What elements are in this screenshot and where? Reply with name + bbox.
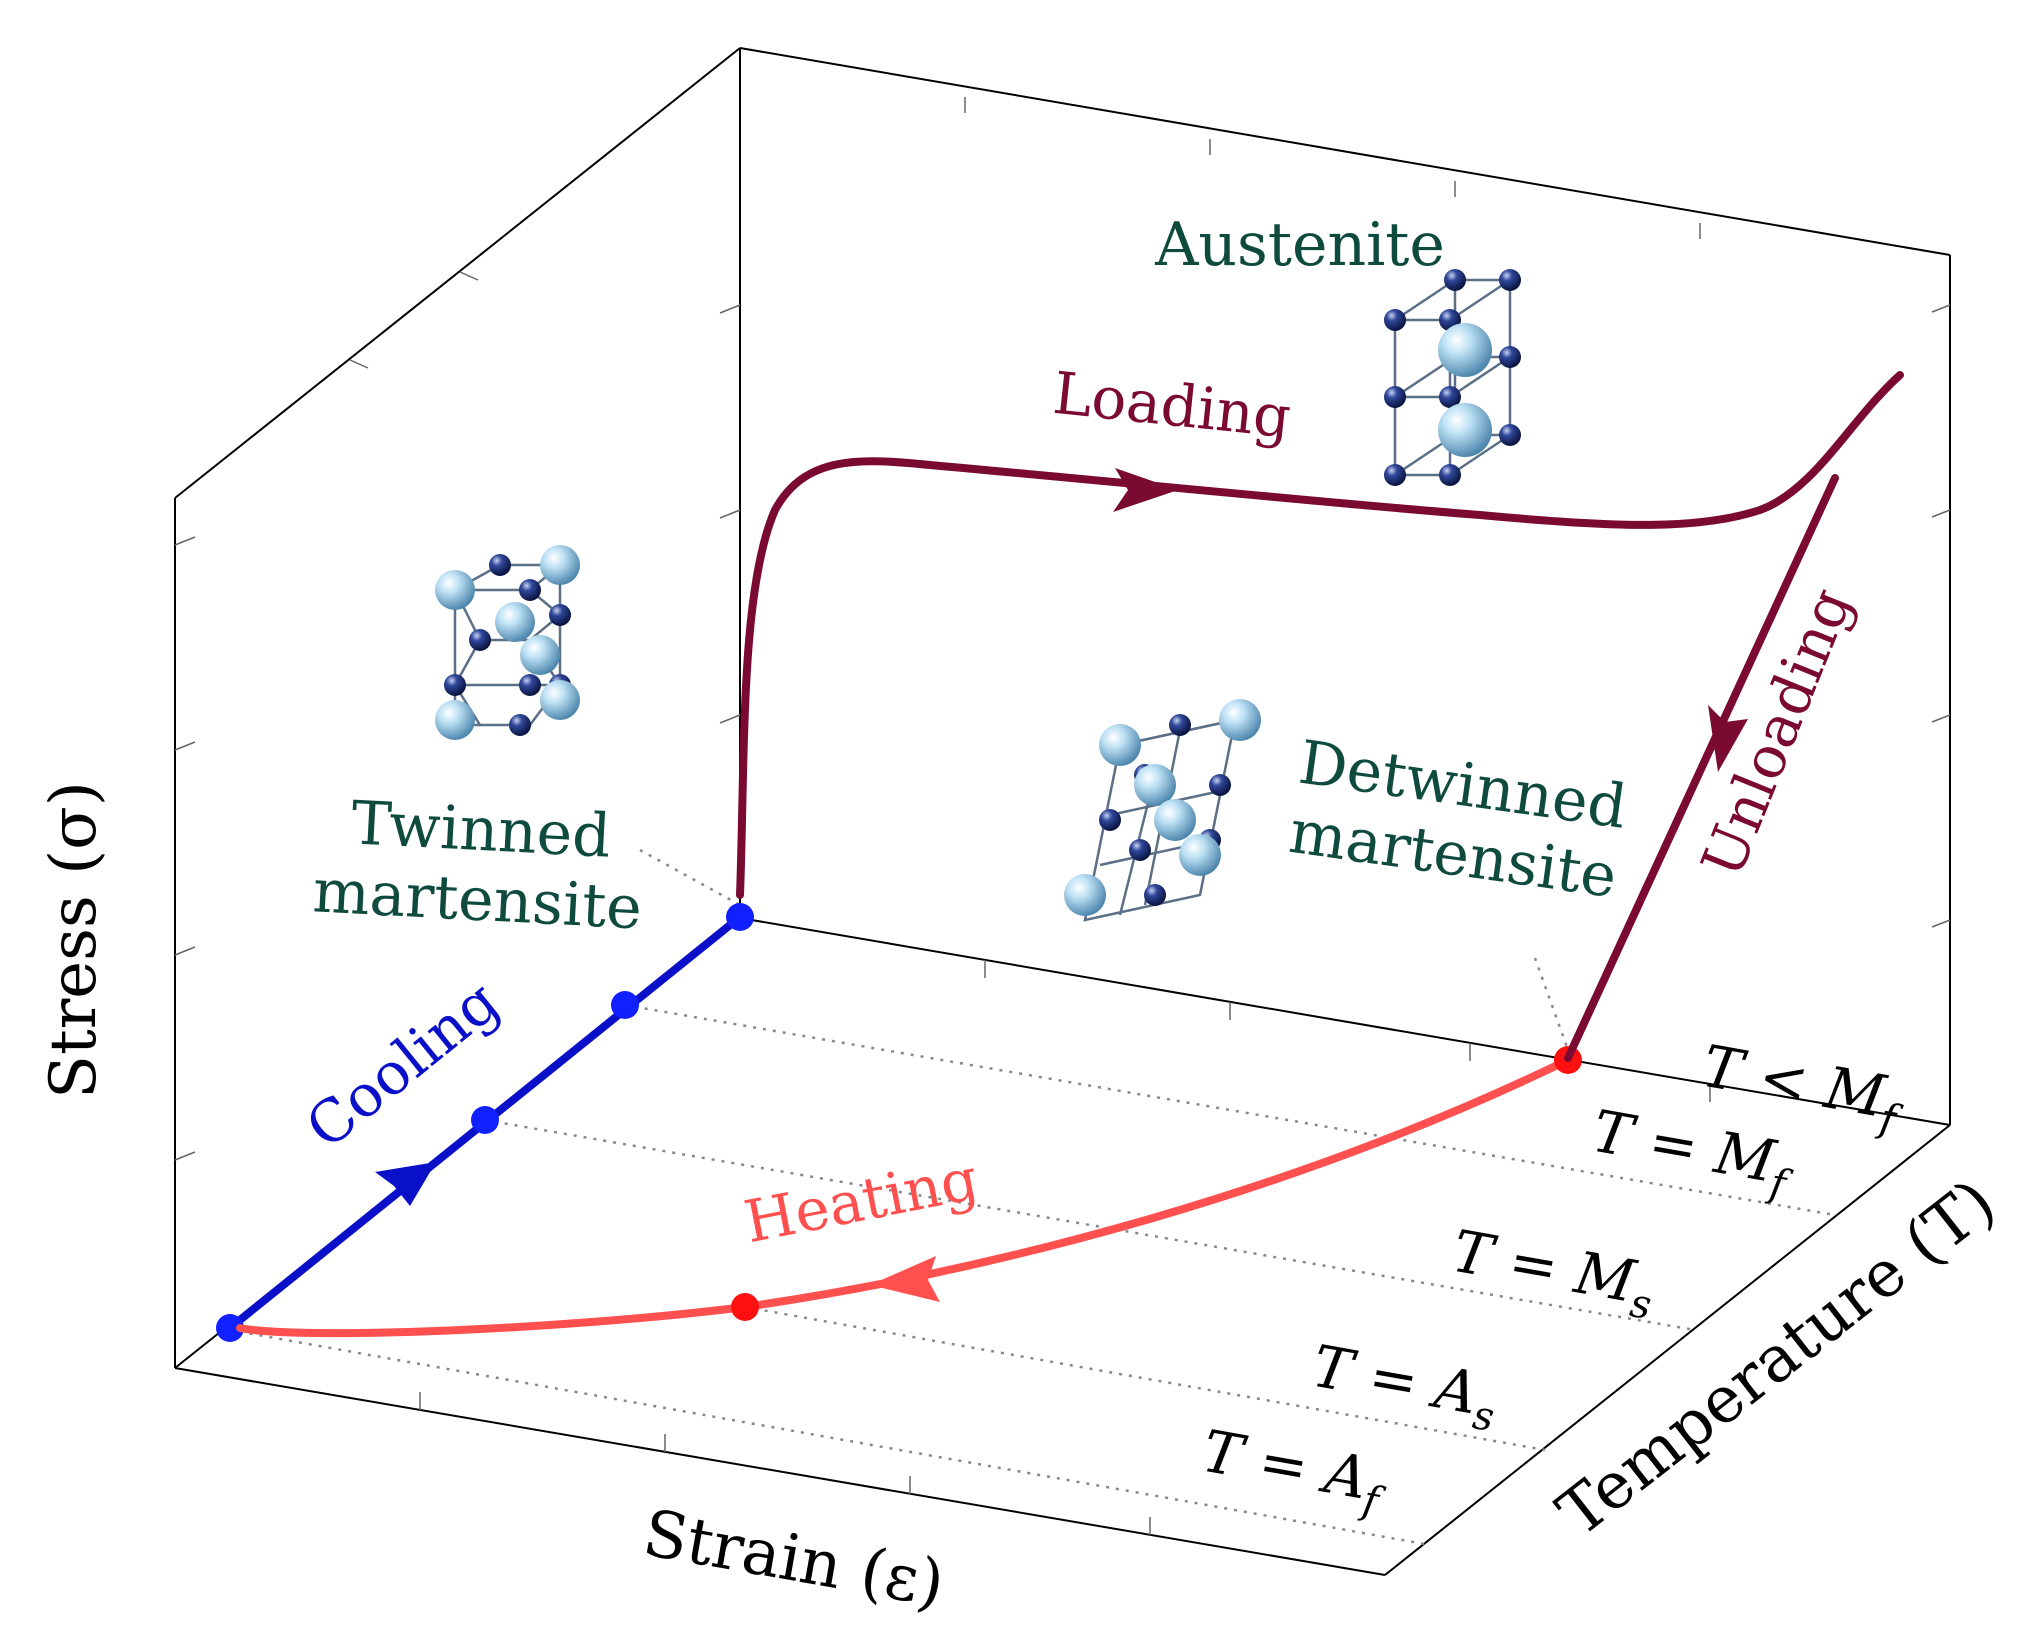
- heating-label: Heating: [739, 1144, 983, 1256]
- cooling-point: [611, 991, 639, 1019]
- temp-level-label: T = Mf: [1586, 1097, 1801, 1209]
- cooling-label: Cooling: [293, 967, 511, 1162]
- axis-ticks: [174, 97, 1951, 1535]
- temp-level-label: T = As: [1306, 1332, 1503, 1441]
- heating-point: [731, 1293, 759, 1321]
- temperature-guides: [229, 848, 1836, 1547]
- detwinned-martensite-crystal-icon: [1064, 699, 1261, 922]
- detwinned-martensite-label: Detwinnedmartensite: [1285, 728, 1631, 912]
- austenite-label: Austenite: [1154, 210, 1445, 280]
- cooling-path: [216, 903, 754, 1342]
- x-axis-title: Strain (ε): [638, 1497, 950, 1623]
- cooling-arrowhead: [375, 1162, 436, 1206]
- temp-level-label: T = Af: [1196, 1417, 1394, 1526]
- loading-path: [736, 371, 1904, 1062]
- unloading-arrowhead: [1708, 705, 1748, 772]
- cooling-point: [216, 1314, 244, 1342]
- twinned-martensite-label: Twinnedmartensite: [311, 786, 647, 943]
- y-axis-title: Stress (σ): [37, 781, 111, 1099]
- twinned-martensite-crystal-icon: [435, 545, 580, 740]
- z-axis-title: Temperature (T): [1545, 1165, 2010, 1551]
- cooling-point: [726, 903, 754, 931]
- loading-arrowhead: [1113, 468, 1178, 512]
- loading-label: Loading: [1050, 359, 1294, 452]
- heating-arrowhead: [870, 1256, 940, 1302]
- austenite-crystal-icon: [1384, 269, 1521, 486]
- temp-level-label: T = Ms: [1446, 1217, 1661, 1329]
- cooling-point: [471, 1106, 499, 1134]
